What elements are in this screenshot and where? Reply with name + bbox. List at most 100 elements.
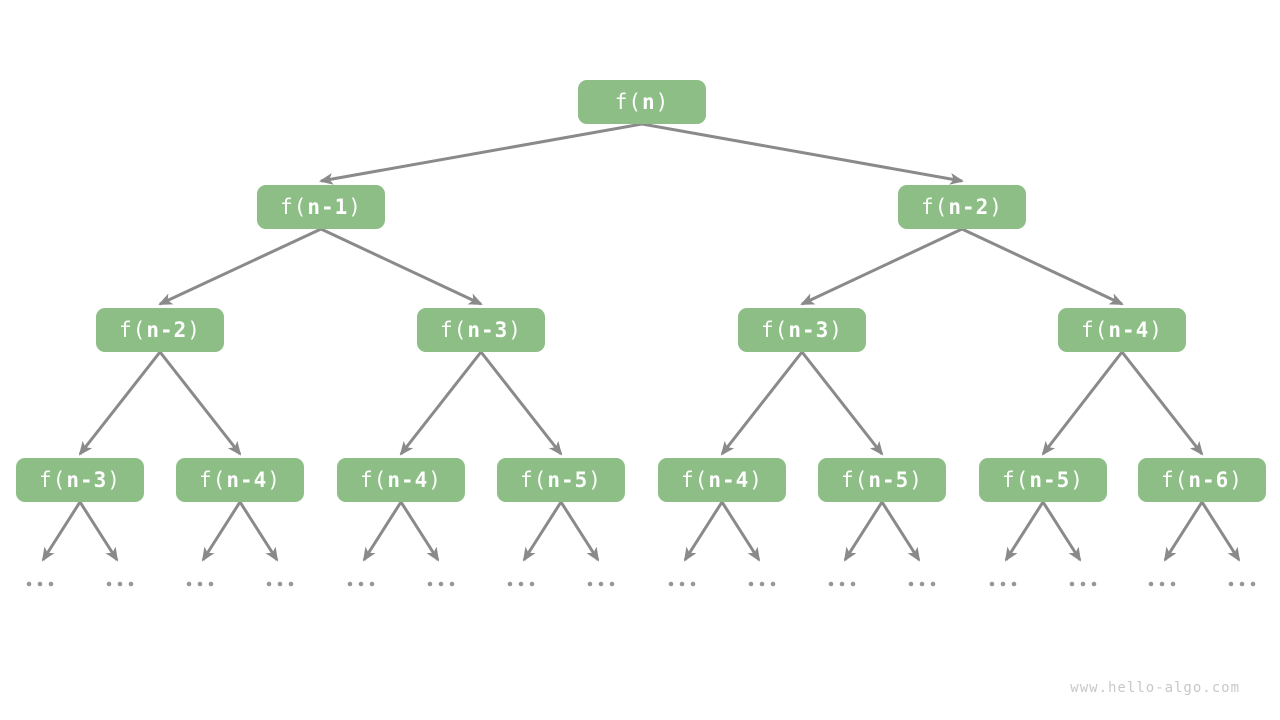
node-label-suffix: ): [1229, 468, 1243, 492]
watermark-text: www.hello-algo.com: [1070, 680, 1240, 696]
ellipsis: [587, 581, 615, 587]
edge-arrow: [1120, 351, 1204, 456]
tree-node: f(n-4): [176, 458, 304, 502]
node-label-bold: n: [641, 90, 656, 114]
edge-arrow: [683, 501, 724, 562]
node-label-prefix: f(: [761, 318, 789, 342]
node-label-prefix: f(: [1161, 468, 1189, 492]
tree-node: f(n-3): [738, 308, 866, 352]
node-label-suffix: ): [829, 318, 843, 342]
tree-node: f(n-5): [497, 458, 625, 502]
edge-arrow: [522, 501, 563, 562]
ellipsis: [668, 581, 696, 587]
edge-arrow: [479, 351, 563, 456]
edge-arrow: [641, 122, 964, 185]
ellipsis: [989, 581, 1017, 587]
node-label-bold: n-5: [868, 468, 910, 492]
edge-arrow: [158, 351, 242, 456]
edge-arrow: [238, 501, 279, 562]
ellipsis: [266, 581, 294, 587]
node-label-bold: n-3: [788, 318, 830, 342]
ellipsis: [908, 581, 936, 587]
ellipsis: [1228, 581, 1256, 587]
tree-node: f(n): [578, 80, 706, 124]
node-label-suffix: ): [989, 195, 1003, 219]
tree-node: f(n-2): [898, 185, 1026, 229]
tree-node: f(n-6): [1138, 458, 1266, 502]
node-label-bold: n-4: [1108, 318, 1150, 342]
node-label-bold: n-3: [66, 468, 108, 492]
edge-arrow: [1041, 351, 1124, 456]
node-label-bold: n-4: [387, 468, 429, 492]
ellipsis: [26, 581, 54, 587]
node-label-bold: n-6: [1188, 468, 1230, 492]
node-label-bold: n-2: [146, 318, 188, 342]
node-label-prefix: f(: [280, 195, 308, 219]
edge-arrow: [1200, 501, 1241, 562]
node-label-bold: n-4: [708, 468, 750, 492]
ellipsis: [507, 581, 535, 587]
edge-arrow: [78, 351, 162, 456]
node-label-prefix: f(: [841, 468, 869, 492]
ellipsis: [106, 581, 134, 587]
edge-arrow: [319, 122, 643, 185]
edge-arrow: [559, 501, 600, 562]
node-label-suffix: ): [267, 468, 281, 492]
tree-node: f(n-5): [979, 458, 1107, 502]
node-label-prefix: f(: [440, 318, 468, 342]
edge-arrow: [880, 501, 921, 562]
node-label-prefix: f(: [119, 318, 147, 342]
edge-arrow: [720, 501, 761, 562]
edge-arrow: [1004, 501, 1045, 562]
edge-arrow: [320, 227, 483, 306]
tree-node: f(n-4): [658, 458, 786, 502]
edge-arrow: [78, 501, 119, 562]
ellipsis: [427, 581, 455, 587]
ellipsis: [186, 581, 214, 587]
node-label-suffix: ): [187, 318, 201, 342]
ellipsis: [748, 581, 776, 587]
ellipsis: [828, 581, 856, 587]
edge-arrow: [41, 501, 82, 562]
edge-arrow: [362, 501, 403, 562]
tree-node: f(n-1): [257, 185, 385, 229]
node-label-bold: n-3: [467, 318, 509, 342]
edge-arrow: [399, 501, 440, 562]
node-label-suffix: ): [428, 468, 442, 492]
node-label-bold: n-5: [547, 468, 589, 492]
ellipsis: [1148, 581, 1176, 587]
edge-arrow: [158, 227, 322, 306]
tree-node: f(n-4): [1058, 308, 1186, 352]
edge-arrow: [1163, 501, 1204, 562]
node-label-prefix: f(: [1081, 318, 1109, 342]
edge-arrow: [843, 501, 884, 562]
node-label-bold: n-1: [307, 195, 349, 219]
node-label-suffix: ): [588, 468, 602, 492]
node-label-bold: n-5: [1029, 468, 1071, 492]
node-label-suffix: ): [1070, 468, 1084, 492]
tree-node: f(n-4): [337, 458, 465, 502]
edge-arrow: [961, 227, 1124, 306]
ellipsis: [347, 581, 375, 587]
tree-node: f(n-5): [818, 458, 946, 502]
node-label-suffix: ): [348, 195, 362, 219]
node-label-prefix: f(: [39, 468, 67, 492]
tree-node: f(n-2): [96, 308, 224, 352]
node-label-suffix: ): [749, 468, 763, 492]
node-label-prefix: f(: [199, 468, 227, 492]
node-label-prefix: f(: [520, 468, 548, 492]
node-label-prefix: f(: [681, 468, 709, 492]
edge-arrow: [800, 227, 963, 306]
edge-arrow: [399, 351, 483, 456]
tree-node: f(n-3): [417, 308, 545, 352]
node-label-prefix: f(: [360, 468, 388, 492]
node-label-suffix: ): [655, 90, 670, 114]
edge-arrow: [720, 351, 804, 456]
node-label-prefix: f(: [1002, 468, 1030, 492]
node-label-suffix: ): [1149, 318, 1163, 342]
edge-arrow: [1041, 501, 1082, 562]
edge-arrow: [201, 501, 242, 562]
